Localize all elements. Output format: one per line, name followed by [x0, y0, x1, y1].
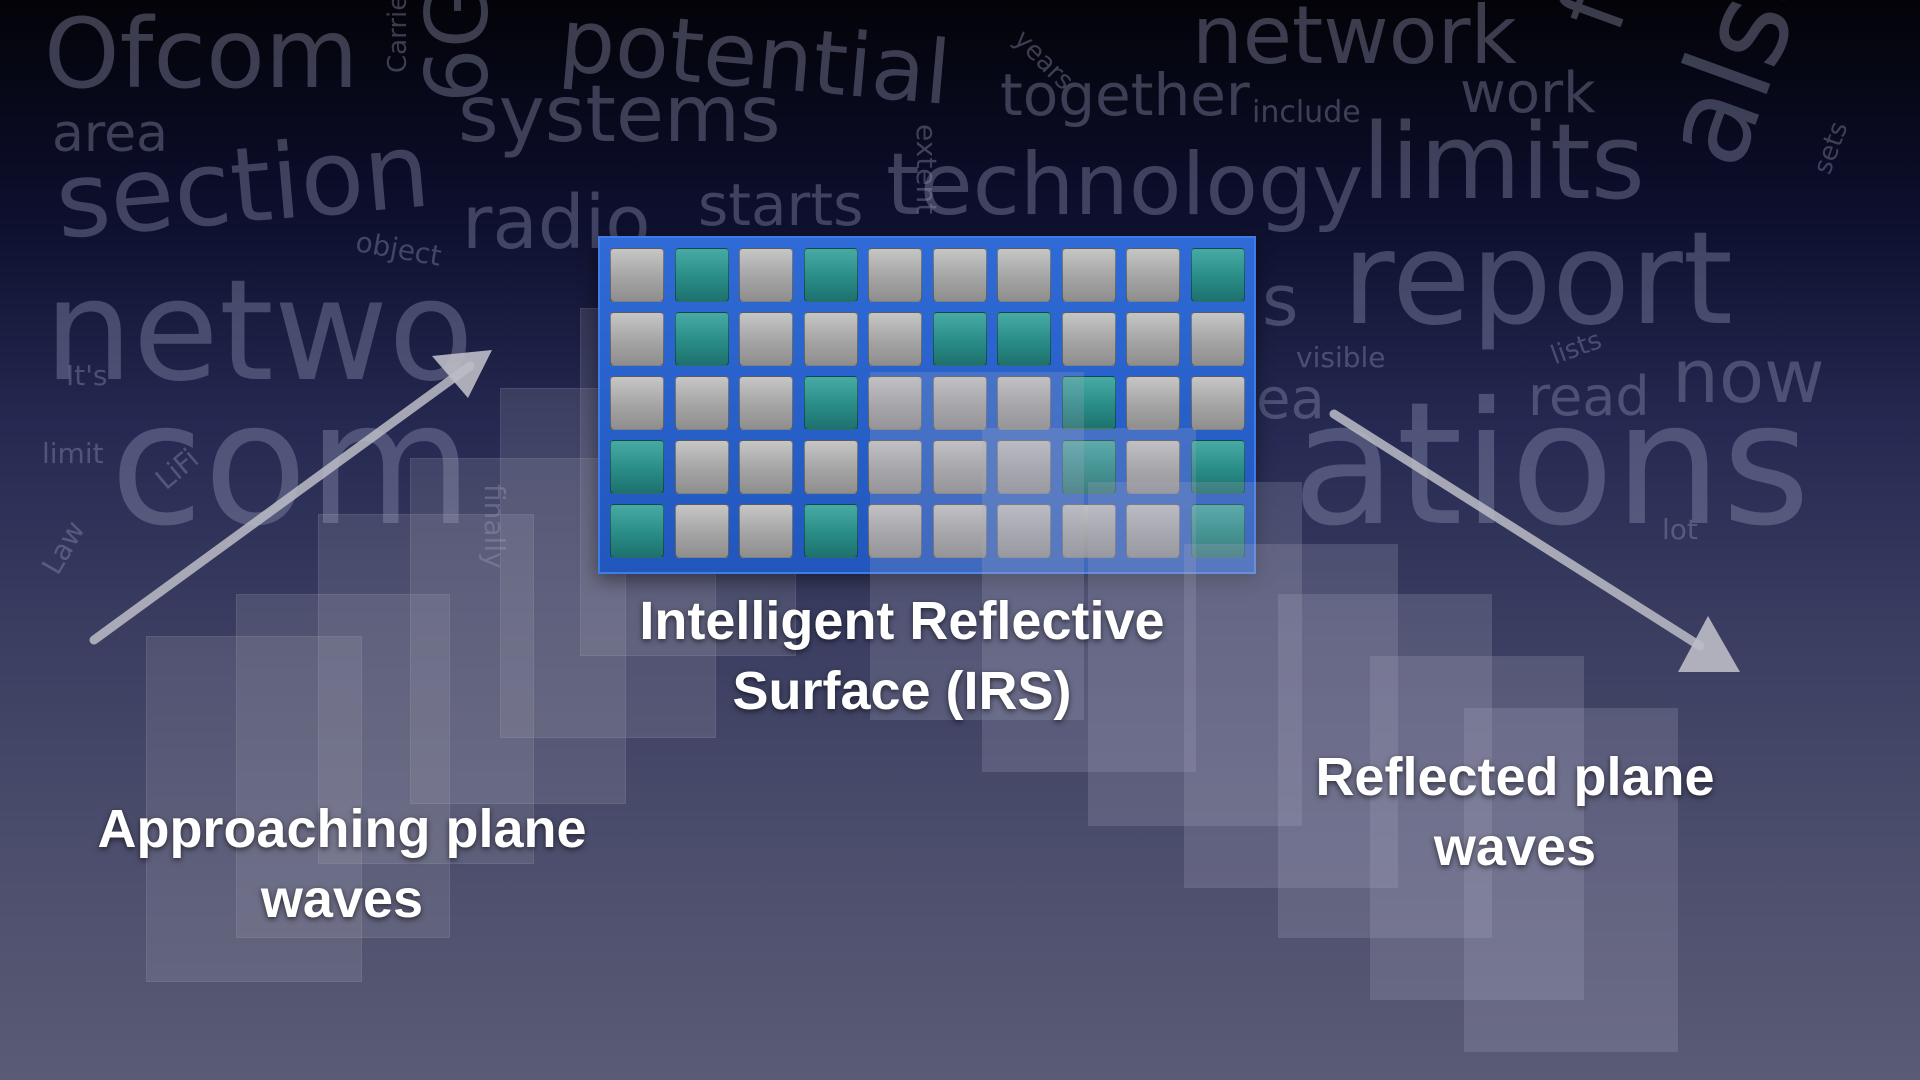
irs-element-idle [739, 440, 793, 494]
irs-element-idle [997, 248, 1051, 302]
irs-element-idle [932, 440, 987, 494]
incident-arrow [89, 350, 492, 645]
cloud-word: limit [42, 437, 104, 470]
irs-element-idle [1126, 312, 1180, 366]
cloud-word: area [52, 104, 168, 164]
irs-element-idle [868, 440, 922, 494]
irs-element-idle [674, 440, 729, 494]
cloud-word: technology [886, 135, 1364, 235]
approaching-label-line1: Approaching plane [97, 799, 587, 859]
irs-element-idle [1126, 440, 1180, 494]
irs-element-active [803, 376, 858, 430]
cloud-word: together [1000, 61, 1250, 129]
approaching-label: Approaching plane waves [42, 794, 642, 934]
cloud-word: s [1262, 260, 1299, 342]
irs-element-idle [674, 504, 729, 558]
wavefront [146, 636, 362, 982]
irs-label-line1: Intelligent Reflective [639, 591, 1165, 651]
irs-element-idle [674, 376, 729, 430]
irs-element-active [1190, 440, 1245, 494]
reflected-label-line2: waves [1433, 817, 1597, 877]
cloud-word: now [1672, 334, 1825, 420]
irs-element-idle [610, 312, 664, 366]
irs-element-idle [739, 504, 793, 558]
cloud-word: work [1460, 61, 1596, 126]
cloud-word: netwo [44, 250, 474, 413]
cloud-word: read [1528, 365, 1650, 428]
wavefront [236, 594, 450, 938]
wavefront [410, 458, 626, 804]
irs-label-line2: Surface (IRS) [732, 661, 1072, 721]
cloud-word: Ofcom [44, 0, 359, 110]
irs-element-idle [739, 312, 793, 366]
irs-element-idle [868, 504, 922, 558]
cloud-word: lot [1662, 513, 1698, 546]
irs-element-active [674, 312, 729, 366]
irs-element-idle [868, 312, 922, 366]
irs-element-idle [868, 248, 922, 302]
irs-element-idle [1126, 504, 1180, 558]
irs-element-idle [610, 248, 664, 302]
irs-element-idle [932, 248, 987, 302]
irs-element-idle [932, 504, 987, 558]
irs-element-idle [739, 376, 793, 430]
irs-panel [598, 236, 1256, 574]
irs-element-active [803, 504, 858, 558]
reflected-arrow [1329, 409, 1740, 672]
irs-element-idle [803, 312, 858, 366]
irs-element-idle [1061, 248, 1116, 302]
irs-element-active [932, 312, 987, 366]
cloud-word: network [1192, 0, 1517, 82]
irs-element-idle [1126, 376, 1180, 430]
cloud-word: ations [1292, 366, 1811, 564]
cloud-word: report [1342, 205, 1733, 354]
irs-element-idle [610, 376, 664, 430]
irs-label: Intelligent Reflective Surface (IRS) [560, 586, 1244, 726]
irs-element-active [1061, 376, 1116, 430]
irs-element-idle [803, 440, 858, 494]
cloud-word: visible [1296, 341, 1386, 374]
irs-element-active [997, 312, 1051, 366]
irs-element-active [1061, 440, 1116, 494]
irs-element-idle [997, 440, 1051, 494]
irs-element-idle [868, 376, 922, 430]
irs-element-idle [932, 376, 987, 430]
irs-element-idle [1126, 248, 1180, 302]
irs-element-idle [997, 504, 1051, 558]
irs-element-active [674, 248, 729, 302]
cloud-word: starts [698, 171, 864, 239]
irs-element-idle [997, 376, 1051, 430]
irs-element-idle [1061, 504, 1116, 558]
cloud-word: systems [458, 70, 781, 160]
irs-element-active [610, 440, 664, 494]
irs-element-active [610, 504, 664, 558]
reflected-label-line1: Reflected plane [1315, 747, 1715, 807]
cloud-word: include [1252, 95, 1361, 130]
approaching-label-line2: waves [260, 869, 424, 929]
irs-element-idle [1061, 312, 1116, 366]
irs-element-active [803, 248, 858, 302]
cloud-word: limits [1362, 101, 1645, 223]
cloud-word: It's [66, 359, 108, 392]
irs-element-active [1190, 248, 1245, 302]
irs-element-active [1190, 504, 1245, 558]
irs-element-idle [1190, 376, 1245, 430]
cloud-word: ea [1256, 367, 1325, 432]
irs-element-idle [739, 248, 793, 302]
wavefront [318, 514, 534, 864]
irs-element-idle [1190, 312, 1245, 366]
reflected-label: Reflected plane waves [1230, 742, 1800, 882]
